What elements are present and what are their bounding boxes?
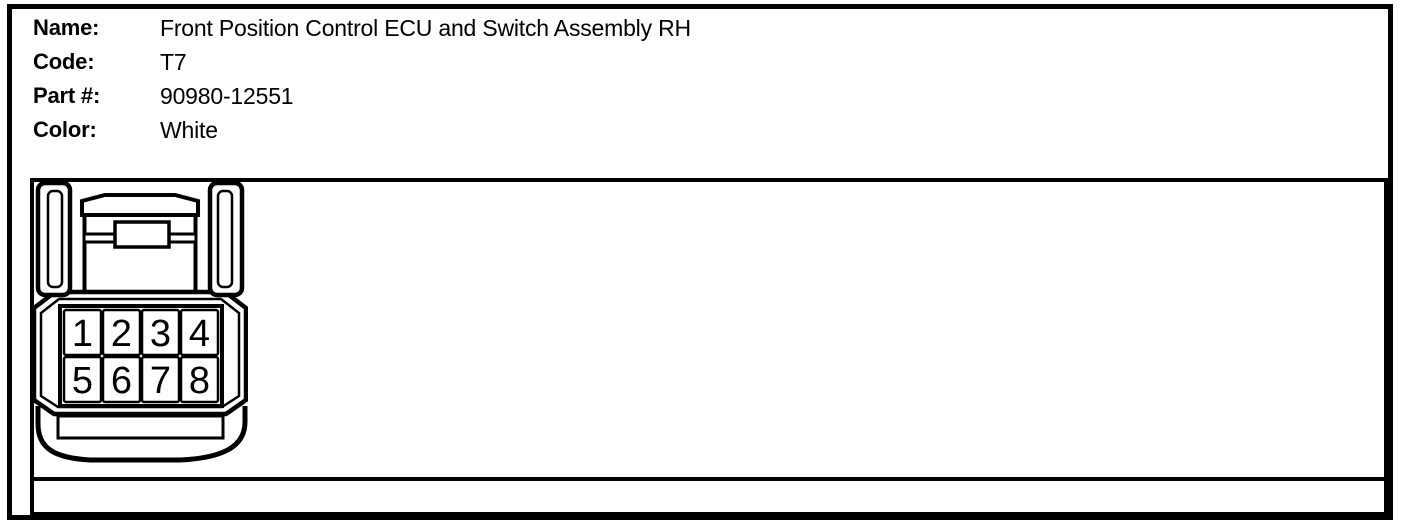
field-label-part-number: Part #:	[33, 83, 101, 108]
pin-number-4: 4	[189, 313, 210, 355]
table-footer-strip	[30, 477, 1388, 516]
pin-number-6: 6	[111, 360, 132, 402]
latch-lock-button	[113, 220, 171, 249]
field-value-code: T7	[160, 49, 187, 75]
pin-cell-1	[62, 308, 103, 357]
pin-grid: 1 2 3 4 5 6 7 8	[58, 304, 224, 408]
pin-cell-8	[179, 355, 220, 404]
connector-skirt-step	[56, 414, 225, 440]
field-label-code: Code:	[33, 49, 95, 74]
pin-cell-4	[179, 308, 220, 357]
latch-cap	[80, 193, 200, 217]
pin-cell-2	[101, 308, 142, 357]
pin-cell-7	[140, 355, 181, 404]
pin-number-1: 1	[72, 313, 93, 355]
page-border	[7, 4, 1393, 520]
left-lock-rail-channel	[46, 189, 64, 289]
connector-lock-rails	[35, 180, 245, 298]
pin-cell-6	[101, 355, 142, 404]
field-row-name: Name: Front Position Control ECU and Swi…	[33, 11, 1233, 45]
field-value-part-number: 90980-12551	[160, 83, 294, 109]
field-row-code: Code: T7	[33, 45, 1233, 79]
field-label-color: Color:	[33, 117, 97, 142]
right-lock-rail	[207, 180, 245, 298]
right-lock-rail-channel	[216, 189, 234, 289]
pin-cell-5	[62, 355, 103, 404]
pin-number-8: 8	[189, 360, 210, 402]
field-value-name: Front Position Control ECU and Switch As…	[160, 15, 691, 41]
field-value-color: White	[160, 117, 218, 143]
pin-number-2: 2	[111, 313, 132, 355]
pin-number-5: 5	[72, 360, 93, 402]
pin-cell-3	[140, 308, 181, 357]
field-row-color: Color: White	[33, 113, 1233, 147]
pin-numbers: 1 2 3 4 5 6 7 8	[72, 313, 210, 402]
left-lock-rail	[35, 180, 73, 298]
connector-face-diagram: 1 2 3 4 5 6 7 8	[32, 180, 248, 463]
field-label-name: Name:	[33, 15, 100, 40]
pin-number-3: 3	[150, 313, 171, 355]
field-row-part-number: Part #: 90980-12551	[33, 79, 1233, 113]
connector-latch	[80, 193, 200, 292]
pin-number-7: 7	[150, 360, 171, 402]
header-info: Name: Front Position Control ECU and Swi…	[33, 11, 1233, 147]
